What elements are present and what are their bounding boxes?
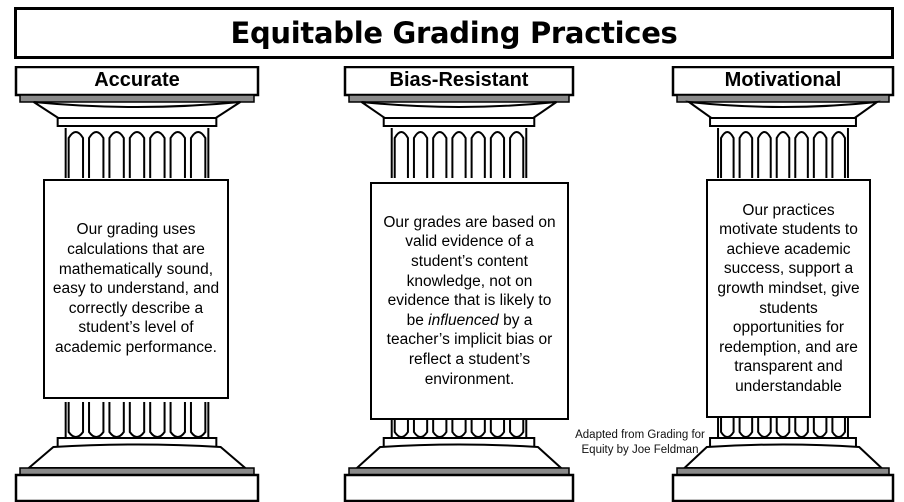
base-scotia <box>354 443 564 469</box>
shaft-flute <box>393 131 409 178</box>
shaft-flute <box>451 131 467 178</box>
title-banner: Equitable Grading Practices <box>14 7 894 59</box>
shaft-flute <box>169 402 186 438</box>
base-scotia <box>26 443 248 469</box>
capital-neck <box>709 117 857 127</box>
base-scotia <box>681 443 885 469</box>
pillar-label-bias-resistant: Bias-Resistant <box>389 69 529 91</box>
description-text: Our grades are based on valid evidence o… <box>383 213 556 388</box>
shaft-flute <box>128 131 146 178</box>
shaft-flute <box>189 131 207 178</box>
page-title: Equitable Grading Practices <box>230 16 678 50</box>
shaft-flute <box>509 131 525 178</box>
description-text: Our grading uses calculations that are m… <box>52 221 220 356</box>
capital-echinus <box>360 101 558 119</box>
shaft-flute <box>432 131 448 178</box>
attribution-credit: Adapted from Grading for Equity by Joe F… <box>575 429 705 456</box>
shaft-flute <box>831 131 846 178</box>
shaft-flute <box>757 131 772 178</box>
capital-neck <box>382 117 536 127</box>
capital-echinus <box>685 100 881 119</box>
shaft-flute <box>189 402 207 438</box>
capital-band <box>676 94 890 103</box>
description-text: Our practices motivate students to achie… <box>717 201 860 395</box>
pillar-accurate: Accurate Our grading uses calculations t… <box>14 66 260 502</box>
shaft-flute <box>149 402 166 438</box>
shaft-flute <box>108 402 125 438</box>
shaft-flute <box>88 131 105 178</box>
shaft-flute <box>812 131 828 178</box>
pillar-motivational: Motivational Our practices motivate stud… <box>671 66 895 502</box>
shaft-flute <box>775 131 791 178</box>
shaft-flute <box>720 131 735 178</box>
shaft-flute <box>67 402 85 438</box>
shaft-flute <box>738 131 754 178</box>
pillar-column-illustration <box>671 66 895 502</box>
shaft-flute <box>88 402 105 438</box>
capital-band <box>19 94 255 103</box>
shaft-flute <box>412 131 429 178</box>
pillar-label-motivational: Motivational <box>724 69 842 91</box>
capital-band <box>348 94 570 103</box>
pillar-column-illustration <box>14 66 260 502</box>
pillar-description-bias-resistant: Our grades are based on valid evidence o… <box>370 182 569 420</box>
pillar-column-illustration <box>343 66 575 502</box>
shaft-flute <box>470 131 486 178</box>
plinth <box>671 473 895 502</box>
shaft-flute <box>489 131 506 178</box>
shaft-flute <box>128 402 146 438</box>
plinth <box>14 473 260 502</box>
capital-neck <box>56 117 218 127</box>
capital-echinus <box>33 101 241 119</box>
shaft-flute <box>169 131 186 178</box>
plinth <box>343 473 575 502</box>
pillar-description-motivational: Our practices motivate students to achie… <box>706 179 871 418</box>
shaft-flute <box>67 131 85 178</box>
shaft-flute <box>108 131 125 178</box>
pillar-description-accurate: Our grading uses calculations that are m… <box>43 179 229 399</box>
emphasis-influenced: influenced <box>428 311 499 329</box>
shaft-flute <box>794 131 809 178</box>
pillar-bias-resistant: Bias-Resistant Our grades are based on v… <box>343 66 575 502</box>
shaft-flute <box>149 131 166 178</box>
pillar-label-accurate: Accurate <box>94 69 180 91</box>
